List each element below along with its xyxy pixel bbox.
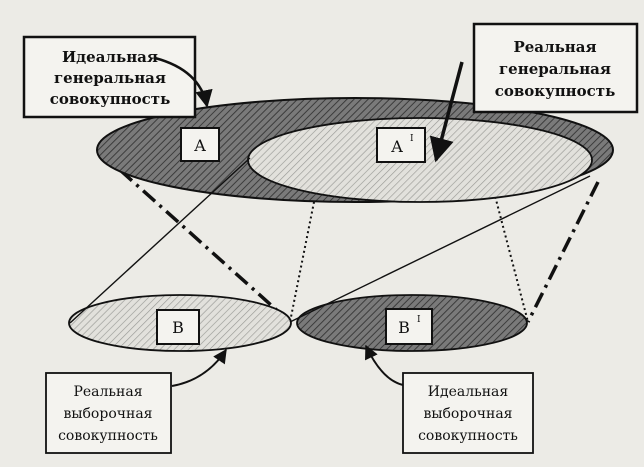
connector-dashdot-right (526, 181, 600, 323)
svg-text:совокупность: совокупность (495, 82, 616, 100)
svg-text:Идеальная: Идеальная (428, 384, 509, 400)
svg-text:Реальная: Реальная (513, 38, 596, 56)
arrow-ideal-general (154, 56, 213, 108)
arrow-real-general (429, 61, 464, 163)
connector-solid-left (69, 157, 251, 324)
svg-text:A: A (390, 137, 403, 156)
marker-a1: A I (376, 127, 426, 163)
svg-text:совокупность: совокупность (58, 428, 158, 444)
label-ideal-general: Идеальная генеральная совокупность (22, 35, 197, 119)
svg-text:B: B (398, 318, 410, 337)
connector-dotted-right (493, 191, 529, 323)
marker-b: B (156, 309, 200, 345)
svg-text:генеральная: генеральная (499, 60, 611, 78)
svg-text:I: I (410, 134, 414, 144)
connector-dashdot-left (118, 168, 292, 324)
svg-text:выборочная: выборочная (63, 406, 152, 422)
marker-a: A (180, 127, 220, 162)
marker-b1: B I (385, 308, 433, 345)
svg-text:A: A (193, 136, 206, 155)
svg-text:Идеальная: Идеальная (62, 48, 158, 66)
arrow-real-sample (171, 348, 227, 387)
label-real-general: Реальная генеральная совокупность (472, 22, 639, 114)
svg-text:I: I (417, 315, 421, 325)
arrow-ideal-sample (365, 344, 404, 386)
svg-text:Реальная: Реальная (73, 384, 142, 400)
connector-dotted-left (289, 191, 317, 323)
svg-text:совокупность: совокупность (50, 90, 171, 108)
label-ideal-sample: Идеальная выборочная совокупность (402, 372, 534, 454)
svg-text:выборочная: выборочная (423, 406, 512, 422)
label-real-sample: Реальная выборочная совокупность (45, 372, 172, 454)
svg-text:генеральная: генеральная (54, 69, 166, 87)
svg-text:совокупность: совокупность (418, 428, 518, 444)
connector-solid-right (289, 175, 591, 323)
svg-text:B: B (172, 318, 184, 337)
